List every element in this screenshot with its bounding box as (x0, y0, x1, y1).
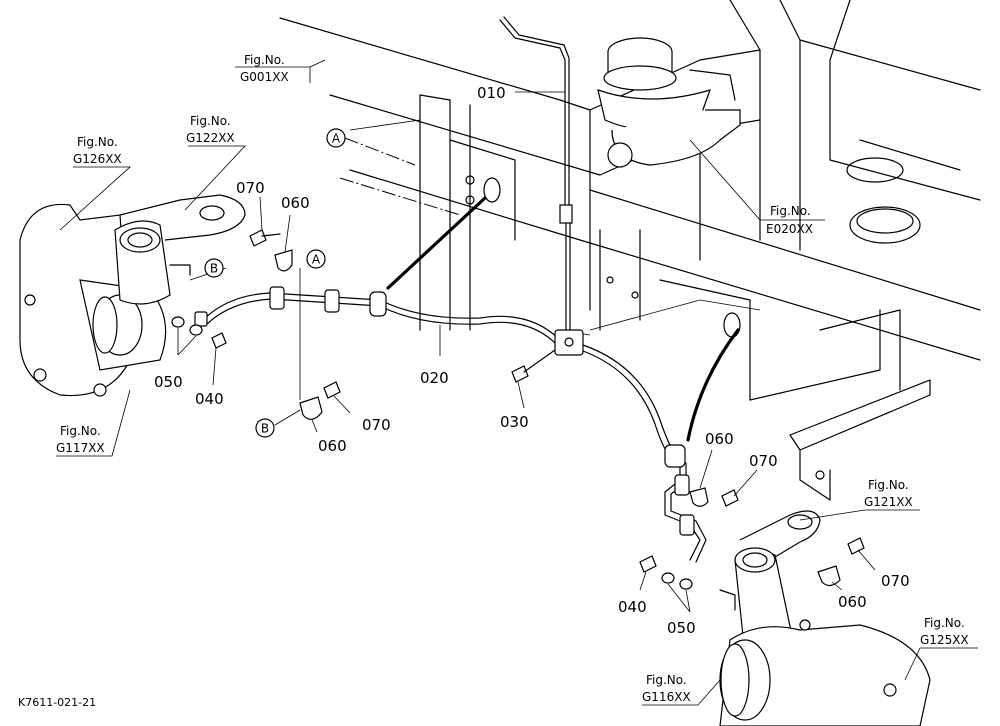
svg-text:B: B (261, 422, 269, 436)
part-labels: 010 020 030 040 040 050 050 060 060 060 … (154, 84, 910, 637)
svg-text:Fig.No.: Fig.No. (924, 616, 965, 630)
svg-text:A: A (312, 253, 321, 267)
label-070-mid: 070 (362, 416, 391, 434)
svg-text:G001XX: G001XX (240, 70, 289, 84)
label-040-right: 040 (618, 598, 647, 616)
svg-text:G116XX: G116XX (642, 690, 691, 704)
svg-text:G122XX: G122XX (186, 131, 235, 145)
fig-ref-g117: Fig.No. G117XX (56, 424, 105, 455)
label-070-right1: 070 (749, 452, 778, 470)
right-axle-assembly (719, 510, 931, 726)
svg-text:B: B (210, 262, 218, 276)
fig-ref-g125: Fig.No. G125XX (920, 616, 969, 647)
markers: A A B B (204, 128, 346, 438)
svg-text:Fig.No.: Fig.No. (244, 53, 285, 67)
label-050-right: 050 (667, 619, 696, 637)
label-040-left: 040 (195, 390, 224, 408)
svg-text:E020XX: E020XX (766, 222, 813, 236)
marker-b-left: B (204, 258, 224, 278)
label-050-left: 050 (154, 373, 183, 391)
label-070-right2: 070 (881, 572, 910, 590)
marker-a-mid: A (306, 249, 326, 269)
drawing-code: K7611-021-21 (18, 696, 96, 709)
svg-text:G121XX: G121XX (864, 495, 913, 509)
frame-structure (279, 0, 981, 501)
svg-text:G117XX: G117XX (56, 441, 105, 455)
label-010: 010 (477, 84, 506, 102)
svg-text:Fig.No.: Fig.No. (60, 424, 101, 438)
svg-text:Fig.No.: Fig.No. (770, 204, 811, 218)
fig-references: Fig.No. G001XX Fig.No. G122XX Fig.No. G1… (56, 53, 969, 704)
label-060-top: 060 (281, 194, 310, 212)
svg-text:Fig.No.: Fig.No. (77, 135, 118, 149)
label-060-mid: 060 (318, 437, 347, 455)
svg-text:Fig.No.: Fig.No. (190, 114, 231, 128)
svg-text:Fig.No.: Fig.No. (646, 673, 687, 687)
brake-lines (194, 16, 741, 563)
leader-lines (56, 59, 978, 706)
master-cylinder (597, 37, 741, 168)
left-axle-assembly (19, 194, 246, 397)
fig-ref-g122: Fig.No. G122XX (186, 114, 235, 145)
label-060-right2: 060 (838, 593, 867, 611)
fig-ref-g126: Fig.No. G126XX (73, 135, 122, 166)
label-070-top: 070 (236, 179, 265, 197)
fig-ref-e020: Fig.No. E020XX (766, 204, 813, 236)
marker-b-low: B (255, 418, 275, 438)
label-060-right1: 060 (705, 430, 734, 448)
svg-text:G126XX: G126XX (73, 152, 122, 166)
fig-ref-g121: Fig.No. G121XX (864, 478, 913, 509)
svg-text:G125XX: G125XX (920, 633, 969, 647)
label-020: 020 (420, 369, 449, 387)
fig-ref-g001: Fig.No. G001XX (240, 53, 289, 84)
svg-text:A: A (332, 132, 341, 146)
hardware (171, 229, 865, 590)
marker-a-top: A (326, 128, 346, 148)
fig-ref-g116: Fig.No. G116XX (642, 673, 691, 704)
label-030: 030 (500, 413, 529, 431)
svg-text:Fig.No.: Fig.No. (868, 478, 909, 492)
